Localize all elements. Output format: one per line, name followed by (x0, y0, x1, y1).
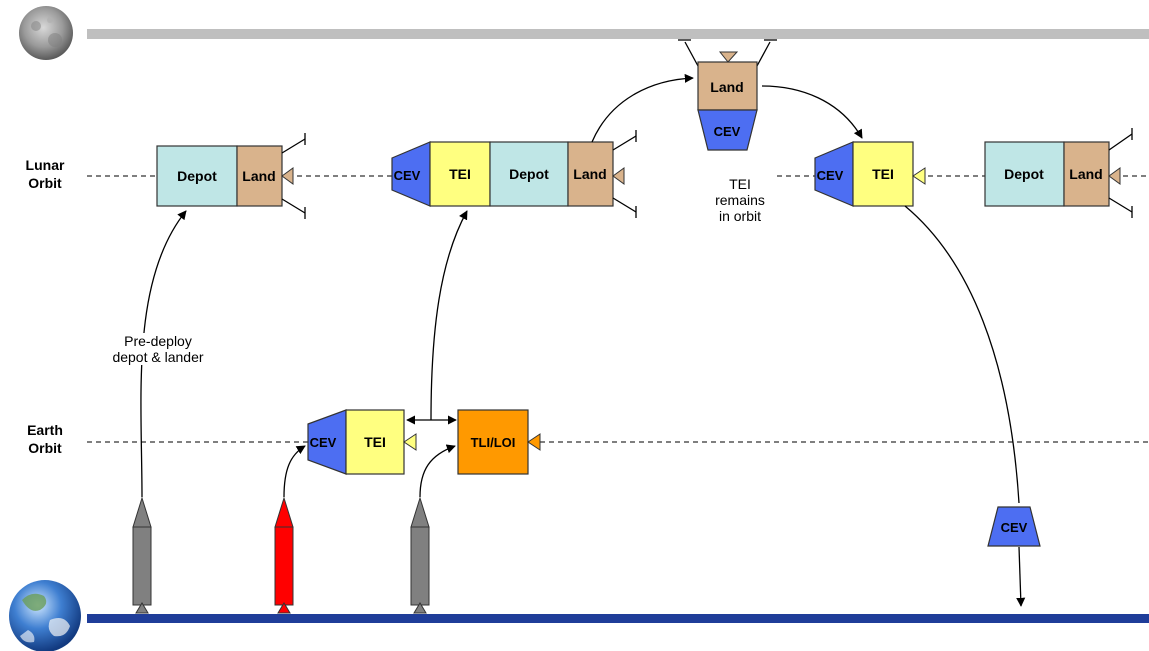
predeploy-note-line1: Pre-deploy (98, 333, 218, 349)
cev-tei-earth-stack: CEV TEI (308, 410, 416, 474)
crew-launch-trajectory (284, 446, 305, 497)
lander-label: Land (242, 168, 275, 184)
returning-cev: CEV (988, 507, 1040, 546)
tei-engine (913, 168, 925, 184)
tei-remains-note: TEI remains in orbit (700, 176, 780, 224)
lander-label: Land (710, 79, 743, 95)
tei-remains-note-line1: TEI (700, 176, 780, 192)
lunar-orbit-label: Lunar Orbit (15, 156, 75, 192)
lander-label: Land (1069, 166, 1102, 182)
tei-remains-note-line3: in orbit (700, 208, 780, 224)
earth-orbit-label-line1: Earth (15, 421, 75, 439)
lander-engine (613, 168, 624, 184)
lunar-surface-line (87, 29, 1149, 39)
cev-tei-return-stack: CEV TEI (815, 142, 925, 206)
lander-engine (1109, 168, 1120, 184)
lunar-orbit-label-line2: Orbit (15, 174, 75, 192)
depot-lander-stack-2: Depot Land (985, 128, 1132, 218)
reentry-trajectory (1019, 547, 1021, 606)
cev-label: CEV (817, 168, 844, 183)
predeploy-note: Pre-deploy depot & lander (98, 333, 218, 365)
lunar-orbit-label-line1: Lunar (15, 156, 75, 174)
cev-label: CEV (1001, 520, 1028, 535)
lander-label: Land (573, 166, 606, 182)
full-stack-lunar: CEV TEI Depot Land (392, 130, 636, 218)
earth-icon (9, 580, 81, 651)
tei-label: TEI (364, 434, 386, 450)
tei-label: TEI (872, 166, 894, 182)
cev-label: CEV (310, 435, 337, 450)
moon-icon (19, 6, 73, 60)
tli-loi-stage: TLI/LOI (458, 410, 540, 474)
earth-surface-line (87, 614, 1149, 623)
tei-remains-note-line2: remains (700, 192, 780, 208)
tli-launch-trajectory (420, 446, 455, 497)
return-trajectory (905, 206, 1019, 503)
earth-orbit-label: Earth Orbit (15, 421, 75, 457)
rocket-gray-2-icon (411, 498, 429, 613)
tli-to-lunar-trajectory (431, 211, 467, 420)
lander-on-surface: Land CEV (678, 40, 777, 150)
predeploy-note-line2: depot & lander (98, 349, 218, 365)
tei-engine (404, 434, 416, 450)
lander-engine (720, 52, 737, 62)
ascent-trajectory (762, 86, 862, 138)
tli-loi-engine (528, 434, 540, 450)
cev-label: CEV (394, 168, 421, 183)
depot-label: Depot (509, 166, 549, 182)
depot-label: Depot (1004, 166, 1044, 182)
tli-loi-label: TLI/LOI (471, 435, 516, 450)
cev-label: CEV (714, 124, 741, 139)
descent-trajectory (592, 78, 693, 142)
depot-lander-stack-1: Depot Land (157, 133, 305, 219)
depot-label: Depot (177, 168, 217, 184)
rocket-gray-1-icon (133, 498, 151, 613)
rocket-red-icon (275, 498, 293, 613)
lander-engine (282, 168, 293, 184)
tei-label: TEI (449, 166, 471, 182)
earth-orbit-label-line2: Orbit (15, 439, 75, 457)
